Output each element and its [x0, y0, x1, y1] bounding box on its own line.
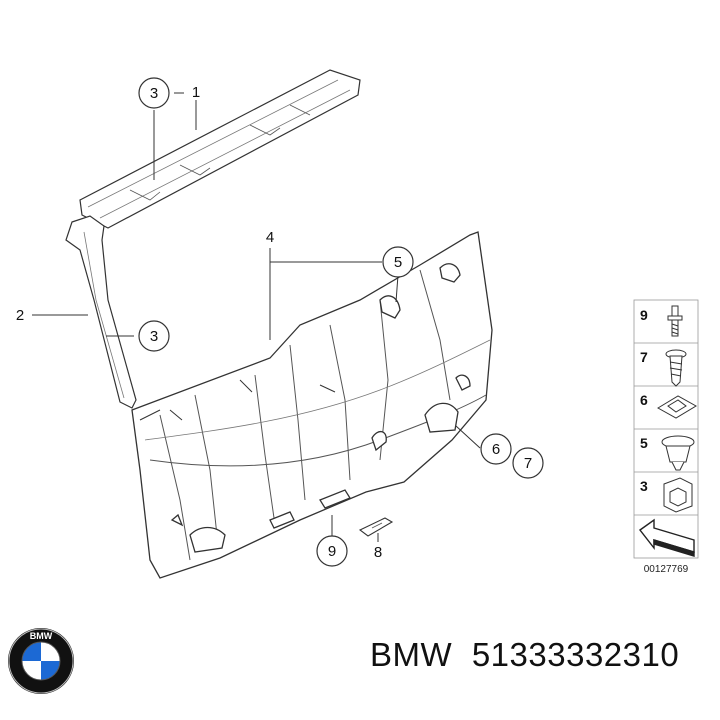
fastener-legend: 9 7 6 5 3: [633, 299, 699, 575]
diagram-code: 00127769: [644, 564, 689, 575]
part-4-tailgate-panel: [131, 231, 493, 579]
part-number: 51333332310: [471, 636, 680, 673]
callout-3-lower: 3: [138, 320, 170, 352]
legend-label-3: 3: [640, 478, 648, 494]
stud-bolt-icon: [667, 305, 683, 337]
callout-8: 8: [374, 544, 382, 561]
legend-label-6: 6: [640, 392, 648, 408]
part-8-clip: [358, 517, 394, 537]
callout-3-upper-label: 3: [150, 85, 158, 102]
brand-name: BMW: [370, 636, 453, 673]
expanding-rivet-icon: [661, 435, 695, 471]
clip-nut-icon: [657, 395, 697, 419]
part-1-upper-trim: [79, 69, 361, 229]
callout-5: 5: [382, 246, 414, 278]
callout-4-label: 4: [266, 229, 274, 246]
callout-7-label: 7: [524, 455, 532, 472]
callout-1-label: 1: [192, 84, 200, 101]
part-number-caption: BMW 51333332310: [370, 636, 679, 674]
callout-9: 9: [316, 535, 348, 567]
callout-7: 7: [512, 447, 544, 479]
bmw-logo-letters: BMW: [30, 631, 53, 641]
callout-6-label: 6: [492, 441, 500, 458]
callout-6: 6: [480, 433, 512, 465]
callout-4: 4: [266, 229, 274, 246]
direction-arrow-icon: [638, 518, 695, 557]
callout-2: 2: [16, 307, 24, 324]
callout-8-label: 8: [374, 544, 382, 561]
callout-9-label: 9: [328, 543, 336, 560]
callout-5-label: 5: [394, 254, 402, 271]
clip-icon: [663, 477, 693, 513]
exploded-parts-diagram: 1 3 2 3 4 5 6 7 9 8 9: [16, 69, 699, 579]
callout-3-upper: 3: [138, 77, 170, 109]
legend-label-7: 7: [640, 349, 648, 365]
callout-1: 1: [192, 84, 200, 101]
screw-icon: [665, 349, 687, 387]
legend-label-9: 9: [640, 307, 648, 323]
part-2-side-trim: [65, 215, 137, 409]
bmw-logo: BMW: [8, 628, 74, 694]
callout-3-lower-label: 3: [150, 328, 158, 345]
legend-label-5: 5: [640, 435, 648, 451]
leader-lines: [32, 92, 481, 542]
callout-2-label: 2: [16, 307, 24, 324]
